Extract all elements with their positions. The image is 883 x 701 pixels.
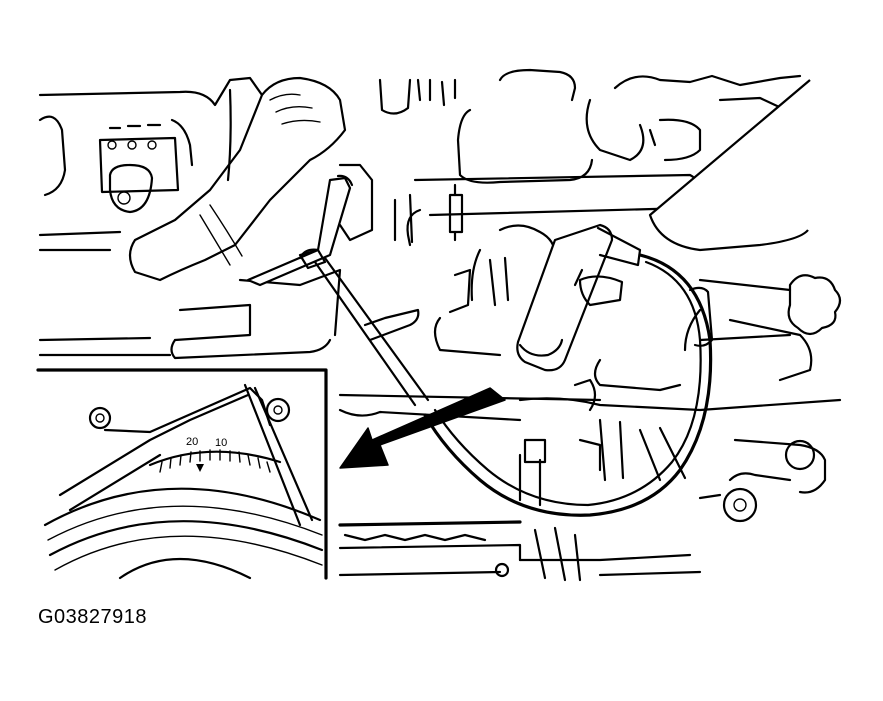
timing-scale-label-20: 20 [186, 436, 198, 448]
engine-background [38, 68, 842, 582]
timing-light-icon [423, 223, 714, 517]
figure-id-label: G03827918 [38, 606, 148, 628]
pointer-arrow-icon [339, 387, 506, 469]
timing-scale-inset: 20 10 [36, 368, 328, 580]
timing-scale-label-10: 10 [215, 437, 227, 449]
timing-probe [246, 174, 430, 407]
